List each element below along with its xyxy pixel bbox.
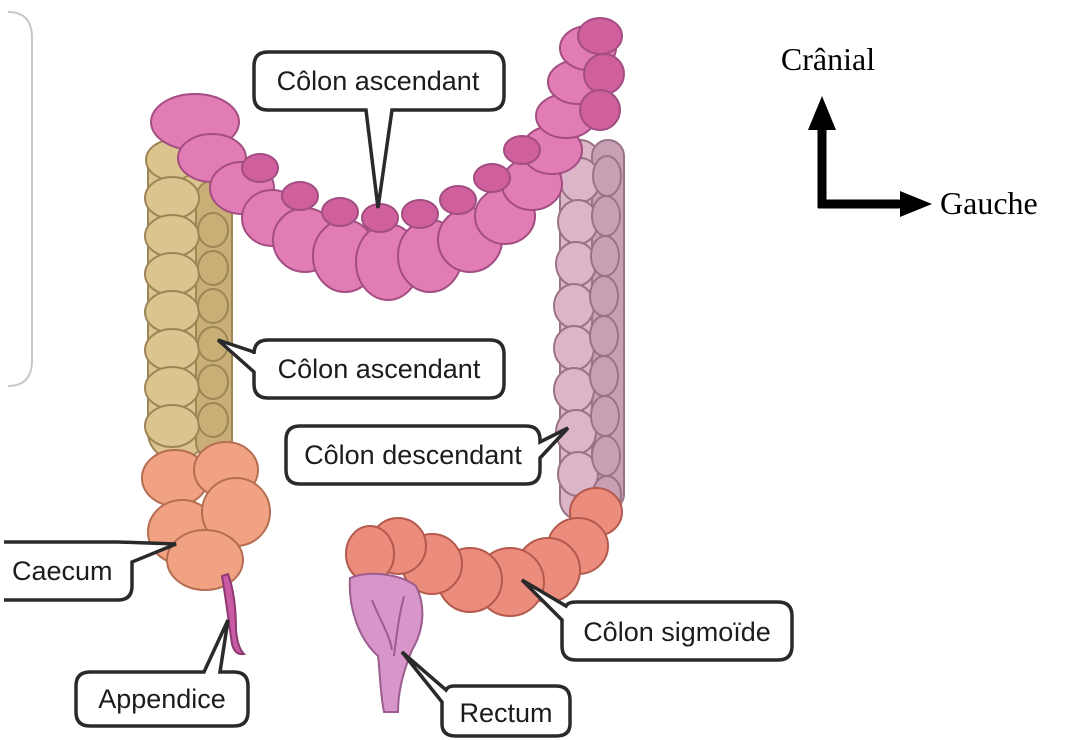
label-sigmoid: Côlon sigmoïde [583,617,771,647]
orientation-up-label: Crânial [781,41,875,77]
label-rectum: Rectum [459,698,552,728]
side-panel-frame [8,12,32,386]
callout-caecum: Caecum [4,542,176,600]
label-ascending: Côlon ascendant [278,354,481,384]
caecum [142,442,270,590]
callout-rectum: Rectum [402,652,570,736]
label-descending: Côlon descendant [304,440,522,470]
callout-ascending: Côlon ascendant [218,340,504,398]
rectum [350,574,423,712]
label-appendix: Appendice [98,684,226,714]
label-caecum: Caecum [12,556,113,586]
orientation-right-label: Gauche [940,185,1038,221]
arrow-up-icon [808,96,836,130]
arrow-right-icon [900,191,932,217]
callout-descending: Côlon descendant [286,426,568,484]
callout-appendix: Appendice [76,620,248,726]
label-transverse: Côlon ascendant [277,66,480,96]
orientation-indicator: Crânial Gauche [781,41,1038,221]
descending-colon [554,140,624,520]
